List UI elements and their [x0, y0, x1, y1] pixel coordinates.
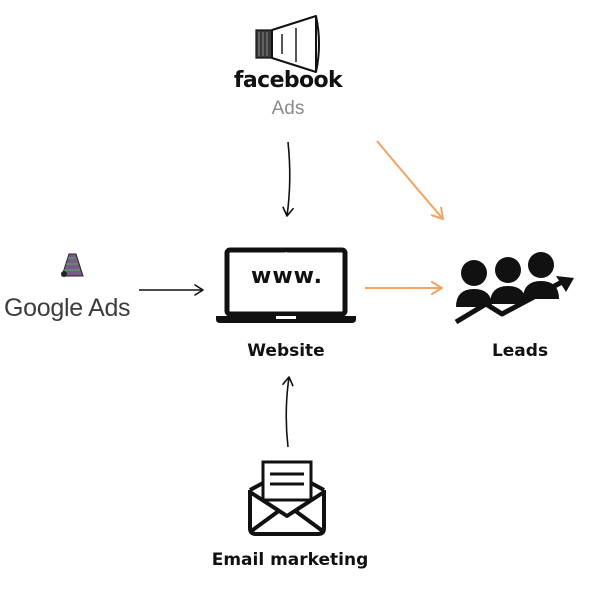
- envelope-icon: [248, 460, 326, 536]
- leads-label: Leads: [491, 341, 549, 361]
- people-growth-icon: [454, 252, 574, 325]
- arrow-email-to-website: [282, 376, 294, 448]
- website-label: Website: [247, 341, 325, 361]
- email-marketing-label: Email marketing: [211, 550, 369, 570]
- laptop-icon: [216, 247, 356, 323]
- laptop-screen-text: www.: [251, 264, 323, 289]
- arrow-facebook-to-website: [282, 141, 294, 217]
- google-ads-label: Google Ads: [4, 294, 131, 322]
- megaphone-icon: [255, 15, 320, 73]
- arrow-facebook-to-leads: [376, 140, 444, 220]
- google-ads-logo-icon: [61, 253, 84, 277]
- facebook-brand-label: facebook: [233, 68, 343, 93]
- facebook-ads-sublabel: Ads: [271, 98, 305, 119]
